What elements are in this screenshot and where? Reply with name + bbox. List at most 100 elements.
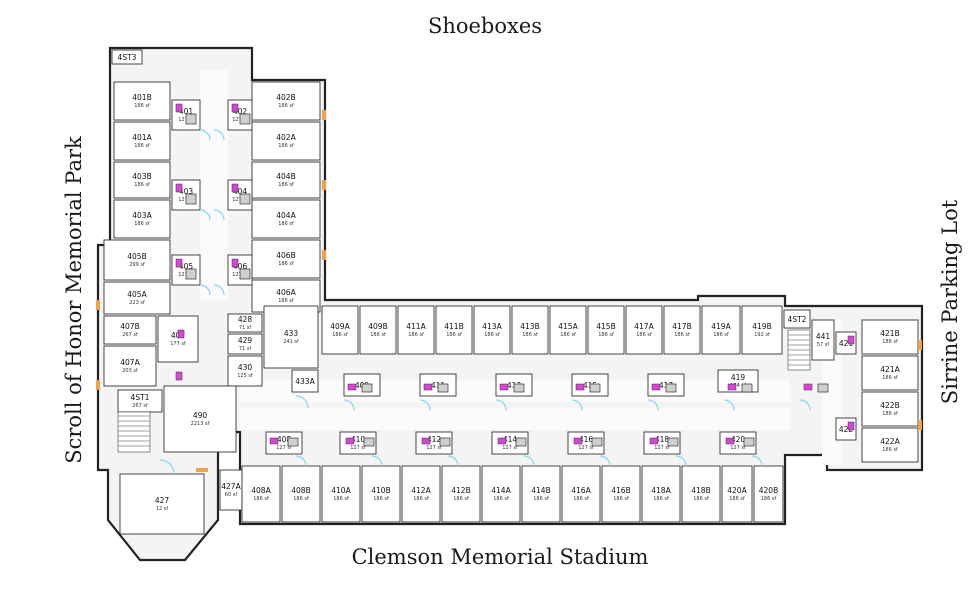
room-number: 418B [691,486,710,495]
room-number: 402A [276,133,296,142]
door-swing [371,455,383,467]
room-number: 412A [411,486,431,495]
room-outline [119,473,205,535]
room-outline [113,81,171,121]
room-number: 408B [291,486,310,495]
room-outline [491,431,529,455]
fixtures [159,103,855,475]
room-area: 186 sf [693,496,709,502]
closet-block [239,113,251,125]
room-outline [681,465,721,523]
room-area: 186 sf [560,332,576,338]
room-number: 403 [179,187,194,196]
room-outline [281,465,321,523]
room-outline [601,465,641,523]
room-outline [103,315,157,345]
room-area: 71 sf [239,346,252,352]
door-swing [599,455,611,467]
room-outline [741,305,783,355]
room-area: 186 sf [484,332,500,338]
room-number: 405B [127,252,146,261]
room-area: 186 sf [533,496,549,502]
door-swing [213,284,225,296]
door-swing [343,399,355,411]
room-number: 413A [482,322,502,331]
room-outline [359,305,397,355]
room-number: 412B [451,486,470,495]
room-number: 416A [571,486,591,495]
room-area: 186 sf [882,447,898,453]
room-number: 421 [839,339,854,348]
room-outline [511,305,549,355]
toilet-fixture [175,103,183,113]
room-area: 12 sf [156,506,169,512]
room-number: 407A [120,358,140,367]
room-area: 186 sf [413,496,429,502]
room-area: 186 sf [278,298,294,304]
room-number: 406B [276,251,295,260]
room-number: 428 [238,315,253,324]
room-number: 422B [880,401,899,410]
room-outline [113,121,171,161]
room-area: 127 sf [350,445,366,451]
room-number: 427A [221,482,241,491]
room-area: 186 sf [134,143,150,149]
toilet-fixture [575,383,585,391]
room-area: 186 sf [493,496,509,502]
windows [96,110,922,472]
room-number: 4ST1 [131,393,150,402]
toilet-fixture [175,258,183,268]
closet-block [185,193,197,205]
door-swing [647,399,659,411]
room-outline [111,49,143,65]
room-number: 413B [520,322,539,331]
room-area: 223 sf [129,300,145,306]
room-area: 186 sf [134,221,150,227]
room-number: 419 [731,373,746,382]
room-area: 186 sf [882,339,898,345]
room-area: 186 sf [333,496,349,502]
room-number: 401 [179,107,194,116]
room-number: 421A [880,365,900,374]
room-number: 433 [284,329,299,338]
room-area: 186 sf [332,332,348,338]
south-side-label: Clemson Memorial Stadium [351,545,649,569]
toilet-fixture [803,383,813,391]
toilet-fixture [177,329,185,339]
toilet-fixture [847,421,855,431]
room-outline [251,239,321,279]
room-outline [401,465,441,523]
closet-block [239,268,251,280]
room-area: 127 sf [578,445,594,451]
room-area: 186 sf [653,496,669,502]
room-area: 174 sf [730,383,746,389]
room-outline [441,465,481,523]
north-side-label: Shoeboxes [427,14,543,38]
room-area: 60 sf [225,492,238,498]
room-area: 186 sf [278,261,294,267]
room-area: 127 sf [730,445,746,451]
room-outline [251,81,321,121]
room-number: 406 [233,262,248,271]
toilet-fixture [499,383,509,391]
door-swing [447,455,459,467]
